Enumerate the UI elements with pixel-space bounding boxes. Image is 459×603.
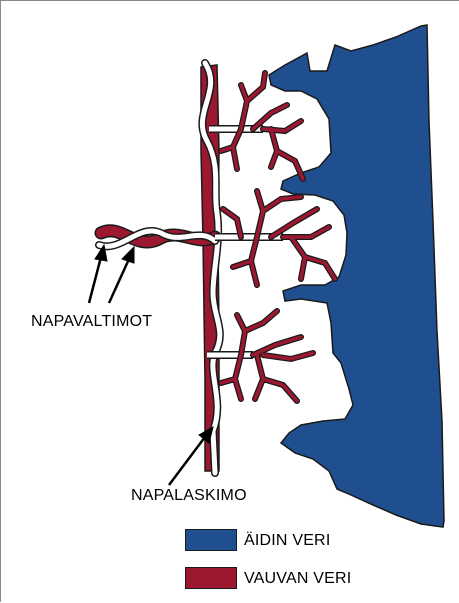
- arrows-arteries: [89, 245, 134, 303]
- maternal-blood-region: [269, 25, 444, 527]
- label-napalaskimo: NAPALASKIMO: [131, 487, 247, 505]
- legend-swatch-maternal: [185, 529, 237, 551]
- legend-label-fetal: VAUVAN VERI: [244, 570, 351, 588]
- umbilical-cord-twist: [99, 231, 215, 247]
- legend-label-maternal: ÄIDIN VERI: [244, 532, 330, 550]
- legend-swatch-fetal: [185, 567, 237, 589]
- label-napavaltimot: NAPAVALTIMOT: [31, 313, 152, 331]
